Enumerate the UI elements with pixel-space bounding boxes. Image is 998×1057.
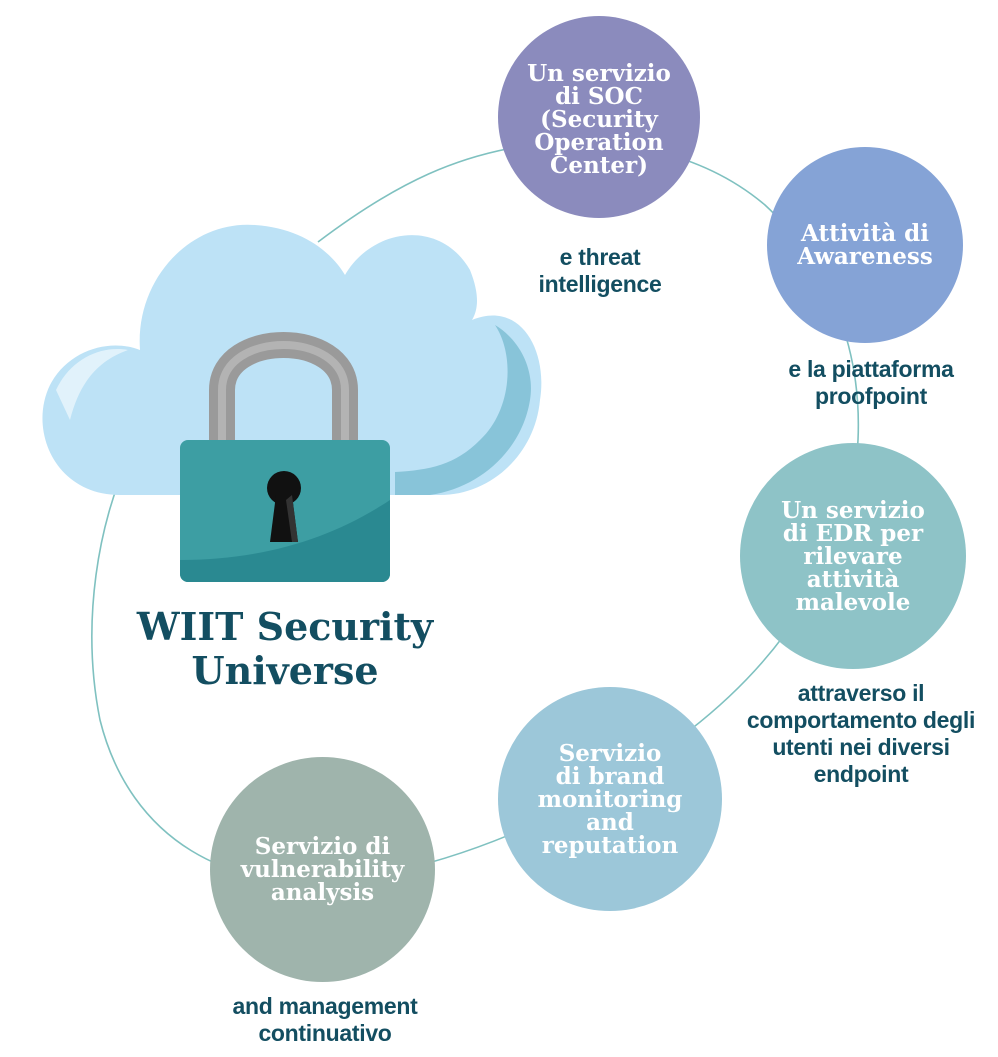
node-edr: Un servizio di EDR per rilevare attività…	[740, 443, 966, 669]
node-brand: Servizio di brand monitoring and reputat…	[498, 687, 722, 911]
padlock-icon	[180, 332, 390, 582]
cloud-icon	[42, 224, 542, 496]
node-soc: Un servizio di SOC (Security Operation C…	[498, 16, 700, 218]
node-awareness: Attività di Awareness	[767, 147, 963, 343]
node-vulnerability: Servizio di vulnerability analysis	[210, 757, 435, 982]
node-edr-label: Un servizio di EDR per rilevare attività…	[781, 496, 925, 616]
node-awareness-caption: e la piattaforma proofpoint	[788, 356, 954, 410]
node-brand-label: Servizio di brand monitoring and reputat…	[537, 739, 683, 859]
node-edr-caption: attraverso il comportamento degli utenti…	[746, 680, 976, 788]
node-soc-caption: e threat intelligence	[538, 244, 662, 298]
node-vulnerability-label: Servizio di vulnerability analysis	[240, 833, 405, 906]
diagram-title: WIIT Security Universe	[136, 604, 434, 693]
node-vulnerability-caption: and management continuativo	[232, 993, 418, 1047]
node-awareness-label: Attività di Awareness	[797, 220, 933, 270]
node-soc-label: Un servizio di SOC (Security Operation C…	[527, 59, 671, 179]
